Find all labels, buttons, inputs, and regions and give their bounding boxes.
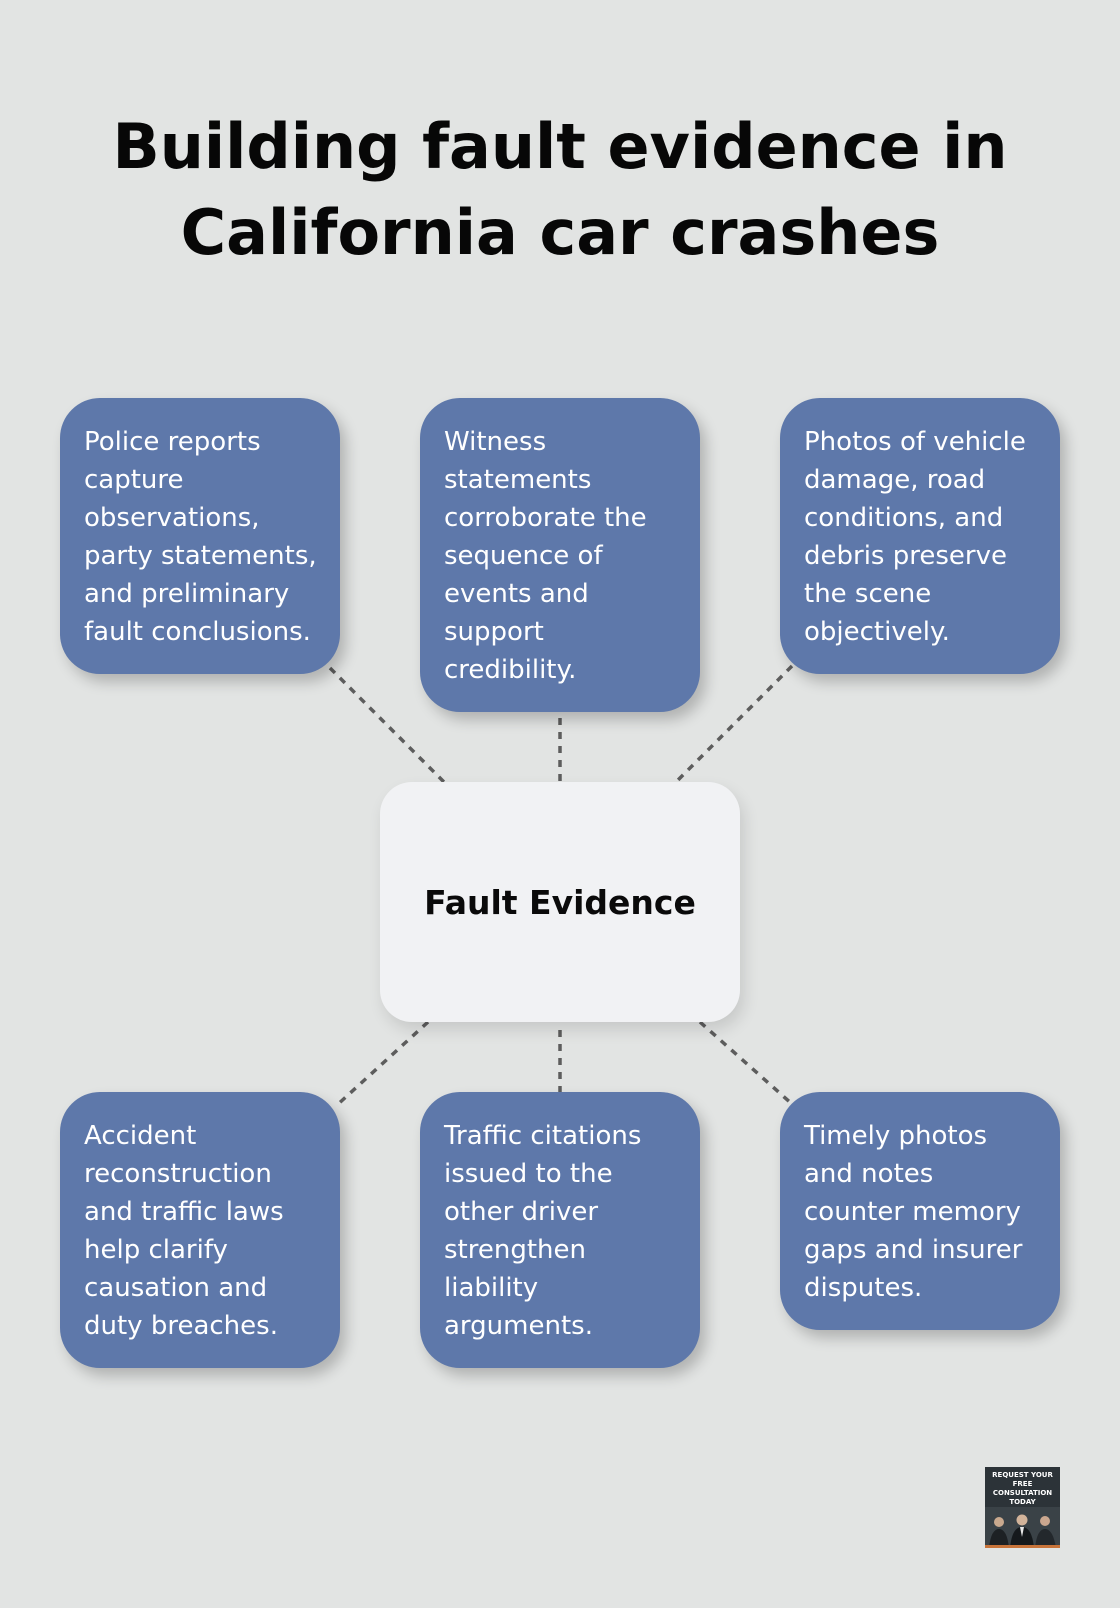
center-node-label: Fault Evidence: [424, 882, 696, 922]
diagram-title-line-2: California car crashes: [180, 196, 940, 269]
connector-bottom-right: [698, 1020, 794, 1106]
evidence-card-accident-reconstruction: Accident reconstruction and traffic laws…: [60, 1092, 340, 1368]
diagram-title: Building fault evidence in California ca…: [0, 104, 1120, 276]
evidence-card-text: Police reports capture observations, par…: [84, 427, 317, 647]
center-node: Fault Evidence: [380, 782, 740, 1022]
consultation-badge[interactable]: REQUEST YOUR FREE CONSULTATION TODAY: [985, 1467, 1060, 1548]
evidence-card-text: Traffic citations issued to the other dr…: [444, 1121, 642, 1341]
connector-bottom-left: [334, 1020, 430, 1108]
consultation-badge-text: REQUEST YOUR FREE CONSULTATION TODAY: [992, 1471, 1053, 1506]
evidence-card-text: Witness statements corroborate the seque…: [444, 427, 647, 685]
evidence-card-traffic-citations: Traffic citations issued to the other dr…: [420, 1092, 700, 1368]
evidence-card-text: Timely photos and notes counter memory g…: [804, 1121, 1023, 1303]
diagram-title-line-1: Building fault evidence in: [112, 110, 1008, 183]
evidence-card-police-reports: Police reports capture observations, par…: [60, 398, 340, 674]
evidence-card-timely-photos-notes: Timely photos and notes counter memory g…: [780, 1092, 1060, 1330]
evidence-card-text: Photos of vehicle damage, road condition…: [804, 427, 1026, 647]
evidence-card-scene-photos: Photos of vehicle damage, road condition…: [780, 398, 1060, 674]
evidence-card-witness-statements: Witness statements corroborate the seque…: [420, 398, 700, 712]
team-photo-icon: [985, 1507, 1060, 1548]
evidence-card-text: Accident reconstruction and traffic laws…: [84, 1121, 284, 1341]
